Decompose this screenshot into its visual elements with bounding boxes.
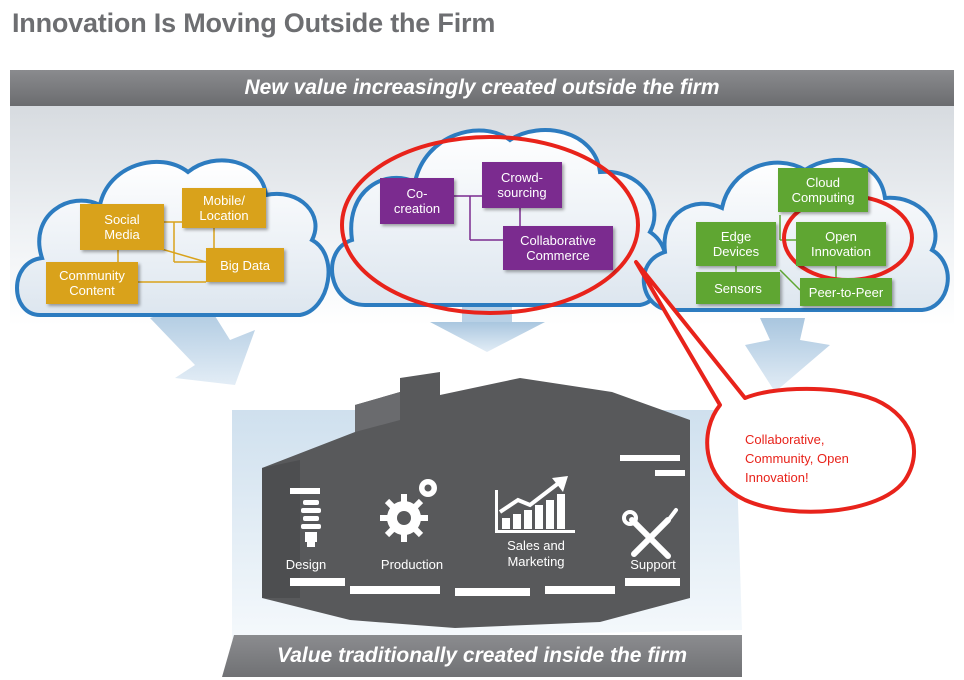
node-open-innovation: Open Innovation <box>796 222 886 266</box>
connectors-left <box>117 221 215 283</box>
node-crowdsourcing: Crowd- sourcing <box>482 162 562 208</box>
node-mobile-location: Mobile/ Location <box>182 188 266 228</box>
building <box>262 372 690 628</box>
top-banner: New value increasingly created outside t… <box>10 70 954 106</box>
dept-sales-marketing-label: Sales and Marketing <box>507 538 565 569</box>
node-social-media: Social Media <box>80 204 164 250</box>
growth-chart-icon <box>495 476 575 533</box>
node-co-creation: Co- creation <box>380 178 454 224</box>
highlight-ellipse-middle <box>340 135 640 315</box>
node-collaborative-commerce: Collaborative Commerce <box>503 226 613 270</box>
dept-design-label: Design <box>285 557 327 572</box>
connectors-middle <box>454 195 521 241</box>
lightbulb-icon <box>301 500 321 547</box>
gears-icon <box>380 479 437 542</box>
node-peer-to-peer: Peer-to-Peer <box>800 278 892 306</box>
bottom-banner: Value traditionally created inside the f… <box>222 635 742 677</box>
dept-production-label: Production <box>380 557 444 572</box>
page-title: Innovation Is Moving Outside the Firm <box>12 8 496 38</box>
node-community-content: Community Content <box>46 262 138 304</box>
node-edge-devices: Edge Devices <box>696 222 776 266</box>
callout-text: Collaborative, Community, Open Innovatio… <box>745 432 849 485</box>
callout-bubble <box>634 260 916 514</box>
tools-icon <box>622 508 678 559</box>
node-cloud-computing: Cloud Computing <box>778 168 868 212</box>
node-big-data: Big Data <box>206 248 284 282</box>
node-sensors: Sensors <box>696 272 780 304</box>
arrow-left <box>150 300 255 385</box>
arrow-right <box>745 318 830 392</box>
dept-support-label: Support <box>630 557 676 572</box>
